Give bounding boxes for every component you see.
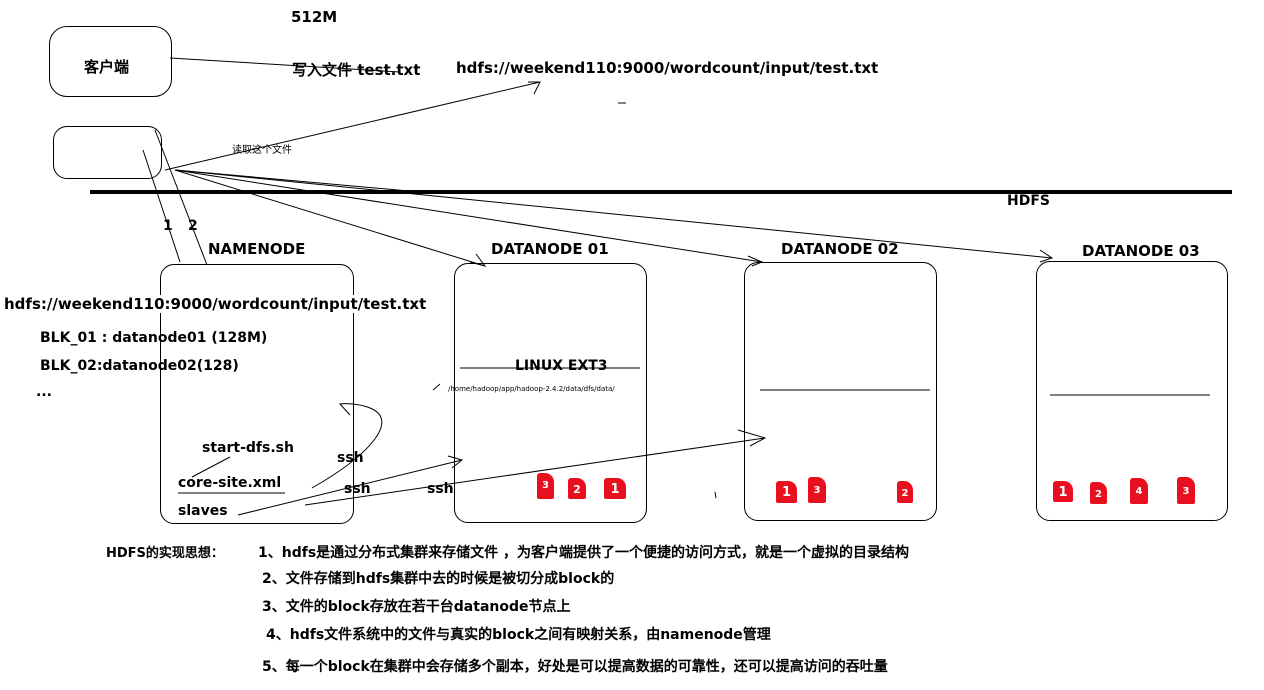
ssh-label-1: ssh [344,481,371,497]
dn01-block: 1 [604,478,626,499]
dn03-block: 2 [1090,482,1107,504]
datanode02-box [744,262,937,521]
line-to-hdfs [174,169,421,193]
ssh-label-inner: ssh [337,450,364,466]
namenode-box [160,264,354,524]
hdfs-label: HDFS [1007,193,1050,209]
line-to-datanode03 [174,169,1053,259]
datanode01-fs: LINUX EXT3 [515,358,608,374]
namenode-ellipsis: ... [36,384,52,400]
principle-1: 1、hdfs是通过分布式集群来存储文件 ，为客户端提供了一个便捷的访问方式，就是… [258,545,910,561]
datanode01-box [454,263,647,523]
principle-3: 3、文件的block存放在若干台datanode节点上 [262,599,571,615]
dn02-block: 2 [897,481,913,503]
line-to-datanode01 [174,169,486,267]
namenode-path: hdfs://weekend110:9000/wordcount/input/t… [4,295,427,313]
reader-box [53,126,162,179]
dn02-block: 1 [776,481,797,503]
core-site-label: core-site.xml [178,475,282,491]
namenode-blk2: BLK_02:datanode02(128) [40,358,239,374]
arrow-number-1: 1 [163,218,173,234]
arrow-2 [154,129,208,266]
slaves-label: slaves [178,503,228,519]
dn03-block: 4 [1130,478,1148,504]
client-label: 客户端 [84,58,130,76]
dn02-block: 3 [808,477,826,503]
ssh-line-1 [237,459,463,516]
client-write-line [169,57,401,73]
namenode-blk1: BLK_01 : datanode01 (128M) [40,330,268,346]
read-arrow [164,81,541,171]
ssh-label-2: ssh [427,481,454,497]
arrow-number-2: 2 [188,218,198,234]
principle-4: 4、hdfs文件系统中的文件与真实的block之间有映射关系，由namenode… [266,627,771,643]
datanode01-dir: /home/hadoop/app/hadoop-2.4.2/data/dfs/d… [448,385,615,393]
principle-2: 2、文件存储到hdfs集群中去的时候是被切分成block的 [262,571,615,587]
start-dfs-label: start-dfs.sh [202,440,294,456]
namenode-title: NAMENODE [208,240,306,258]
line-to-datanode02 [174,169,763,263]
dn01-block: 3 [537,473,554,499]
datanode02-title: DATANODE 02 [781,240,899,258]
principle-5: 5、每一个block在集群中会存储多个副本，好处是可以提高数据的可靠性，还可以提… [262,659,888,675]
dn01-block: 2 [568,478,586,499]
client-box [49,26,172,97]
write-label: 写入文件 test.txt [292,61,421,79]
size-label: 512M [291,8,338,26]
datanode03-title: DATANODE 03 [1082,242,1200,260]
read-label: 读取这个文件 [232,145,292,156]
core-start-line [191,456,231,478]
dn03-block: 1 [1053,481,1073,502]
ssh-line-2 [304,437,766,506]
top-hdfs-path: hdfs://weekend110:9000/wordcount/input/t… [456,59,879,77]
dn03-block: 3 [1177,477,1195,504]
datanode01-title: DATANODE 01 [491,240,609,258]
datanode03-box [1036,261,1228,521]
principles-heading: HDFS的实现思想： [106,546,224,561]
ssh-loop [311,403,383,489]
